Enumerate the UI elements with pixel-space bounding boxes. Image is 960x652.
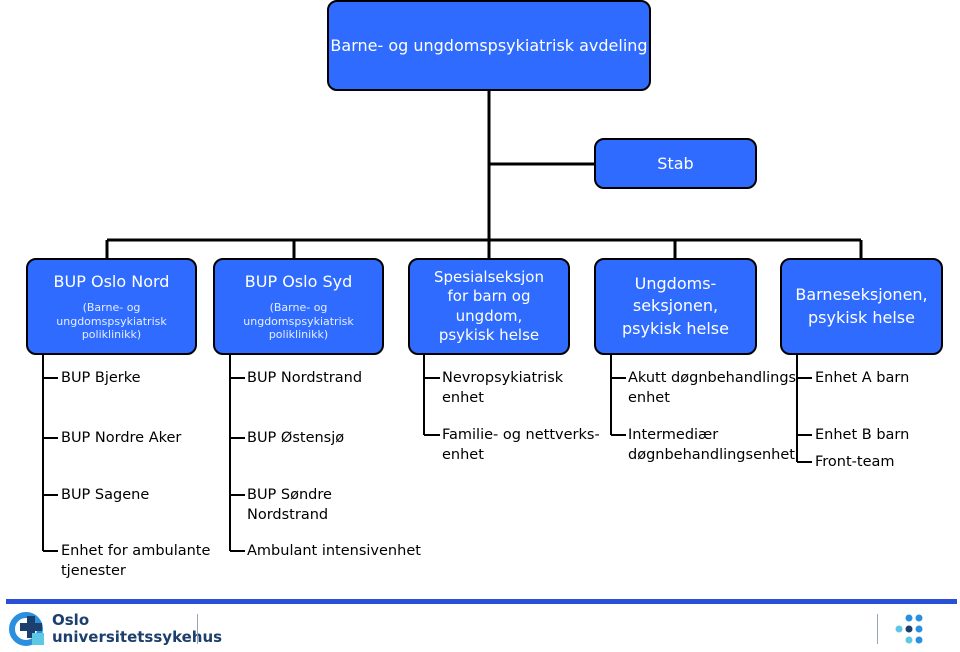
top-department-title: Barne- og ungdomspsykiatrisk avdeling bbox=[330, 35, 648, 55]
logo-cross-icon bbox=[9, 612, 44, 646]
stab-box: Stab bbox=[594, 138, 757, 189]
unit-label: Nevropsykiatrisk enhet bbox=[442, 370, 564, 406]
stab-title: Stab bbox=[657, 153, 694, 173]
section-title: BUP Oslo Syd bbox=[244, 272, 353, 292]
section-title: Spesialseksjon for barn og ungdom, psyki… bbox=[433, 267, 544, 345]
unit-label: BUP Østensjø bbox=[247, 430, 345, 446]
section-subtitle: (Barne- og ungdomspsykiatrisk poliklinik… bbox=[243, 301, 354, 341]
unit-label: Enhet B barn bbox=[815, 427, 910, 443]
footer-band bbox=[6, 599, 957, 604]
section-box-ungdomsseksjonen: Ungdoms- seksjonen, psykisk helse bbox=[594, 258, 757, 355]
section-box-bup-oslo-nord: BUP Oslo Nord (Barne- og ungdomspsykiatr… bbox=[26, 258, 197, 355]
unit-label: Akutt døgnbehandlings- enhet bbox=[628, 370, 802, 406]
section-subtitle: (Barne- og ungdomspsykiatrisk poliklinik… bbox=[56, 301, 167, 341]
unit-label: BUP Søndre Nordstrand bbox=[247, 487, 332, 523]
unit-label: BUP Nordre Aker bbox=[61, 430, 182, 446]
unit-label: BUP Sagene bbox=[61, 487, 150, 503]
unit-label: Intermediær døgnbehandlingsenhet bbox=[628, 427, 795, 463]
unit-label: BUP Nordstrand bbox=[247, 370, 363, 386]
unit-label: Ambulant intensivenhet bbox=[247, 543, 421, 559]
dots-pattern-icon bbox=[895, 614, 923, 644]
footer-divider bbox=[197, 614, 198, 644]
logo-text-line2: universitetssykehus bbox=[52, 628, 223, 646]
unit-label: Front-team bbox=[815, 454, 895, 470]
logo-text-line1: Oslo bbox=[52, 611, 90, 629]
hospital-logo: Oslo universitetssykehus bbox=[8, 611, 222, 647]
footer-divider bbox=[877, 614, 878, 644]
top-department-box: Barne- og ungdomspsykiatrisk avdeling bbox=[327, 0, 651, 91]
unit-label: Enhet A barn bbox=[815, 370, 910, 386]
unit-label: Enhet for ambulante tjenester bbox=[61, 543, 211, 579]
section-box-barneseksjonen: Barneseksjonen, psykisk helse bbox=[780, 258, 943, 355]
unit-label: Familie- og nettverks- enhet bbox=[442, 427, 600, 463]
section-box-bup-oslo-syd: BUP Oslo Syd (Barne- og ungdomspsykiatri… bbox=[213, 258, 384, 355]
unit-label: BUP Bjerke bbox=[61, 370, 141, 386]
section-title: Barneseksjonen, psykisk helse bbox=[795, 285, 928, 327]
section-title: BUP Oslo Nord bbox=[53, 272, 170, 292]
section-title: Ungdoms- seksjonen, psykisk helse bbox=[622, 274, 729, 338]
section-box-spesialseksjon: Spesialseksjon for barn og ungdom, psyki… bbox=[408, 258, 570, 355]
